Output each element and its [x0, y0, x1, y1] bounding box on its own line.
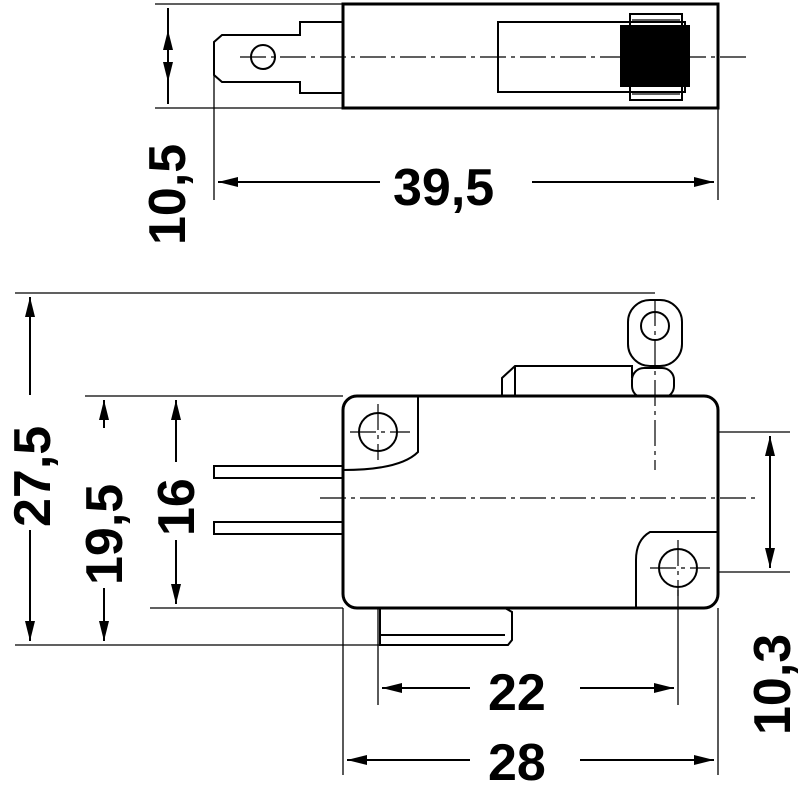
side-view: 27,5 19,5 16 10,3 22 28 [4, 292, 800, 785]
hole-spacing-vertical-label: 10,3 [744, 634, 800, 735]
body-with-terminal-label: 19,5 [76, 484, 134, 585]
terminal-bottom [379, 607, 513, 646]
lower-hole-pad [635, 531, 718, 608]
hole-spacing-horizontal-label: 22 [488, 664, 546, 722]
plunger [631, 367, 675, 399]
body-length-label: 28 [488, 734, 546, 785]
top-view-terminal [213, 21, 343, 94]
top-length-label: 39,5 [393, 159, 494, 217]
top-view-roller [620, 25, 690, 87]
top-view: 10,5 39,5 [139, 2, 748, 245]
upper-hole-pad [342, 396, 419, 471]
terminal-lower [213, 521, 344, 535]
side-view-body [341, 394, 720, 610]
overall-height-label: 27,5 [4, 426, 62, 527]
top-height-label: 10,5 [139, 144, 197, 245]
terminal-upper [213, 465, 344, 479]
body-height-label: 16 [148, 478, 206, 536]
lever-arm [501, 365, 633, 396]
